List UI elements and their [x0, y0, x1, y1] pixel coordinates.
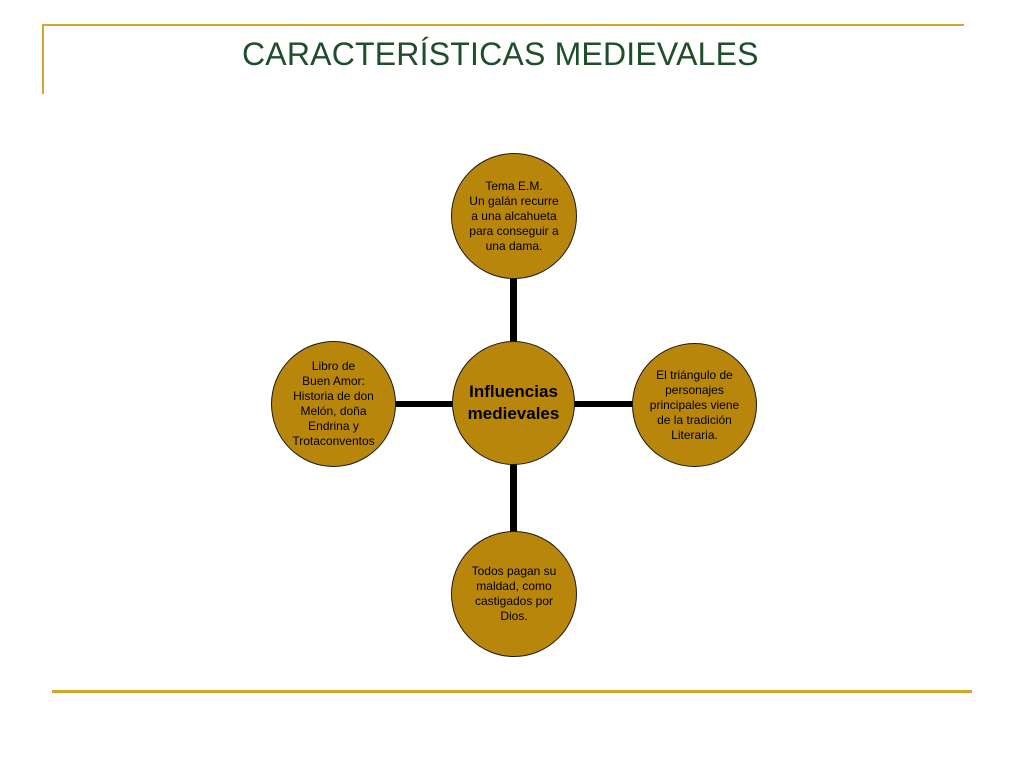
node-left-libro: Libro de Buen Amor: Historia de don Meló…: [271, 341, 396, 467]
node-bottom-label: Todos pagan su maldad, como castigados p…: [471, 564, 557, 623]
node-right-label: El triángulo de personajes principales v…: [649, 367, 740, 442]
node-center-influencias: Influencias medievales: [452, 341, 575, 465]
frame-bottom-line: [52, 690, 972, 693]
node-right-triangulo: El triángulo de personajes principales v…: [632, 343, 757, 467]
node-bottom-castigo: Todos pagan su maldad, como castigados p…: [451, 531, 577, 657]
connector-bottom: [510, 464, 517, 532]
connector-left: [392, 401, 454, 407]
frame-left-line: [42, 24, 44, 94]
node-left-label: Libro de Buen Amor: Historia de don Meló…: [292, 359, 375, 448]
node-top-tema: Tema E.M. Un galán recurre a una alcahue…: [451, 153, 577, 279]
slide-title: CARACTERÍSTICAS MEDIEVALES: [242, 36, 759, 72]
connector-right: [573, 401, 635, 407]
node-center-label: Influencias medievales: [467, 382, 560, 423]
frame-top-line: [42, 24, 964, 26]
connector-top: [510, 278, 517, 344]
node-top-label: Tema E.M. Un galán recurre a una alcahue…: [469, 178, 559, 253]
